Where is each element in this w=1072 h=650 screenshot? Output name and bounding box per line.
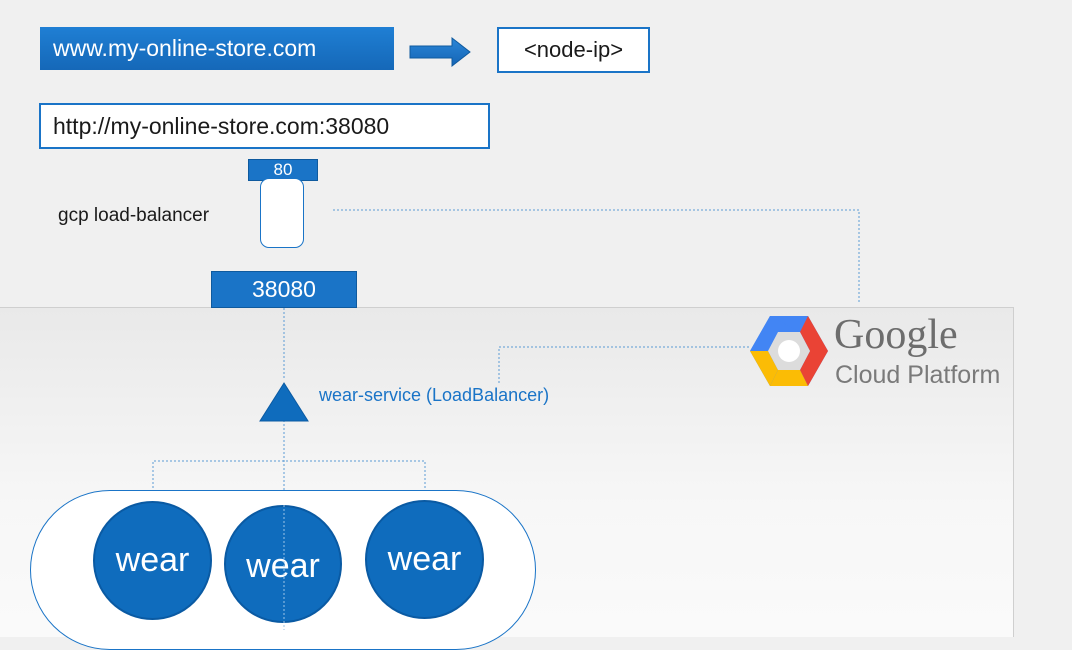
lb-port-badge: 80 — [248, 159, 318, 181]
lb-gcp-connector — [333, 209, 860, 302]
node-port-badge: 38080 — [211, 271, 357, 308]
lb-label: gcp load-balancer — [58, 205, 210, 226]
right-arrow-icon — [409, 36, 471, 68]
pod: wear — [365, 500, 484, 619]
service-triangle-icon — [259, 382, 309, 422]
pod-through-line — [283, 505, 285, 630]
service-label: wear-service (LoadBalancer) — [319, 385, 550, 405]
load-balancer-icon — [260, 178, 304, 248]
pod: wear — [93, 501, 212, 620]
service-gcp-connector — [498, 346, 750, 383]
pod: wear — [224, 505, 342, 623]
full-url-box: http://my-online-store.com:38080 — [39, 103, 490, 149]
gcp-hexagon-icon — [750, 316, 828, 386]
gcp-brand-text: Google — [834, 312, 958, 358]
gcp-product-text: Cloud Platform — [835, 361, 1001, 389]
node-ip-box: <node-ip> — [497, 27, 650, 73]
domain-url-bar: www.my-online-store.com — [40, 27, 394, 70]
